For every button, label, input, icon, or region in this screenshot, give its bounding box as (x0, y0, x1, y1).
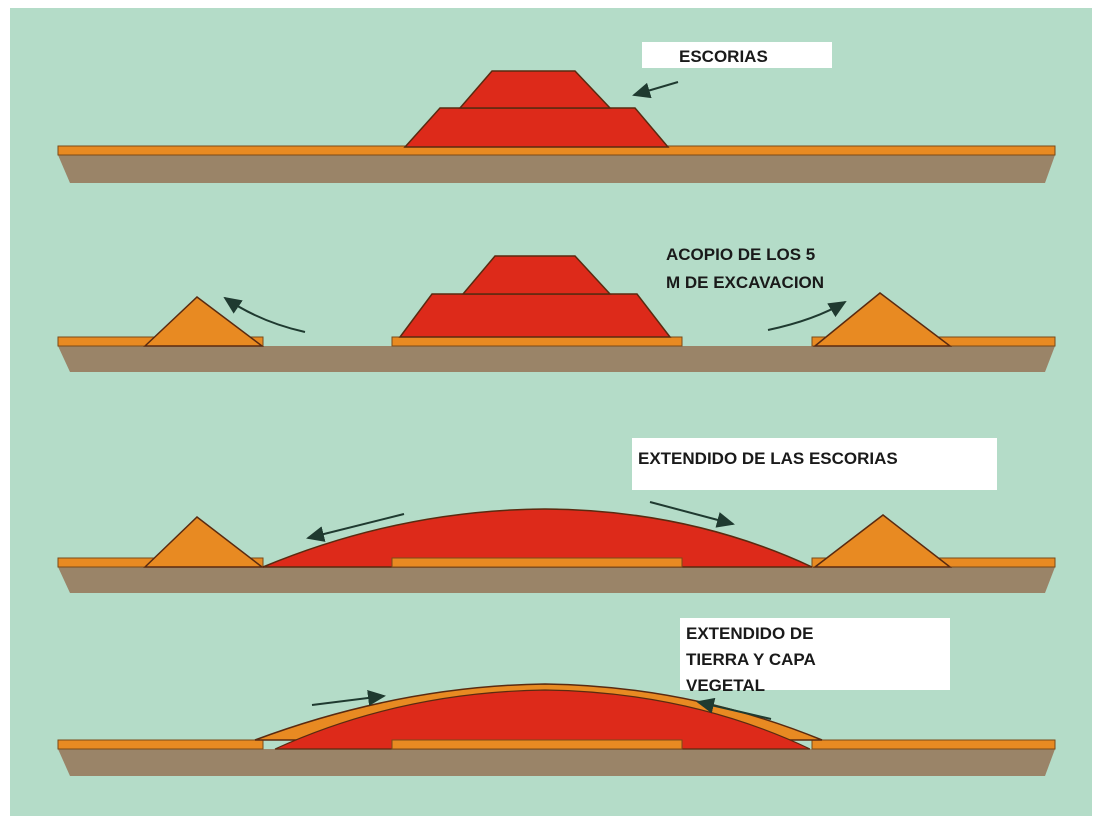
label-acopio-line-1: ACOPIO DE LOS 5 (666, 245, 816, 264)
ground-slab (58, 346, 1055, 372)
excavated-mound-left (143, 516, 265, 568)
arrow-to-left-mound (223, 296, 306, 333)
arrow-spread-left (306, 513, 405, 542)
topsoil-left (57, 739, 264, 750)
panel-3-drawing (57, 501, 1056, 593)
spread-slag (262, 508, 813, 568)
excavated-mound-left (143, 296, 265, 347)
arrow-cover-right (696, 697, 772, 720)
ground-slab (58, 155, 1055, 183)
label-tierra-line-3: VEGETAL (686, 676, 766, 695)
label-box-tierra-capa (680, 618, 950, 690)
label-escorias: ESCORIAS (679, 47, 768, 66)
arrow-to-right-mound (767, 300, 847, 331)
slag-core (274, 689, 811, 750)
panel-1-drawing (57, 70, 1056, 183)
slag-pile-lower (403, 107, 670, 148)
topsoil-under-slag (391, 557, 683, 568)
panel-4-drawing (57, 683, 1056, 776)
topsoil-under-slag (391, 739, 683, 750)
slag-pile-lower (398, 293, 672, 338)
slag-pile-upper (461, 255, 612, 295)
arrow-cover-left (311, 690, 386, 706)
label-tierra-line-2: TIERRA Y CAPA (686, 650, 816, 669)
label-acopio-line-2: M DE EXCAVACION (666, 273, 825, 292)
label-extendido-escorias: EXTENDIDO DE LAS ESCORIAS (638, 449, 898, 468)
excavated-mound-right (812, 514, 953, 568)
label-box-extendido-escorias (632, 438, 997, 490)
label-box-escorias (642, 42, 832, 68)
arrow-to-slag (632, 81, 679, 99)
topsoil-under-slag (391, 336, 683, 347)
ground-slab (58, 567, 1055, 593)
arrow-spread-right (649, 501, 735, 528)
diagram-canvas: ESCORIAS ACOPIO DE LOS 5 M DE EXCAVACION… (10, 8, 1092, 816)
panel-2-drawing (57, 255, 1056, 372)
topsoil-right (811, 739, 1056, 750)
excavated-mound-right (812, 292, 953, 347)
label-tierra-line-1: EXTENDIDO DE (686, 624, 814, 643)
diagram-svg (57, 70, 1056, 776)
slag-pile-upper (458, 70, 612, 109)
ground-slab (58, 749, 1055, 776)
